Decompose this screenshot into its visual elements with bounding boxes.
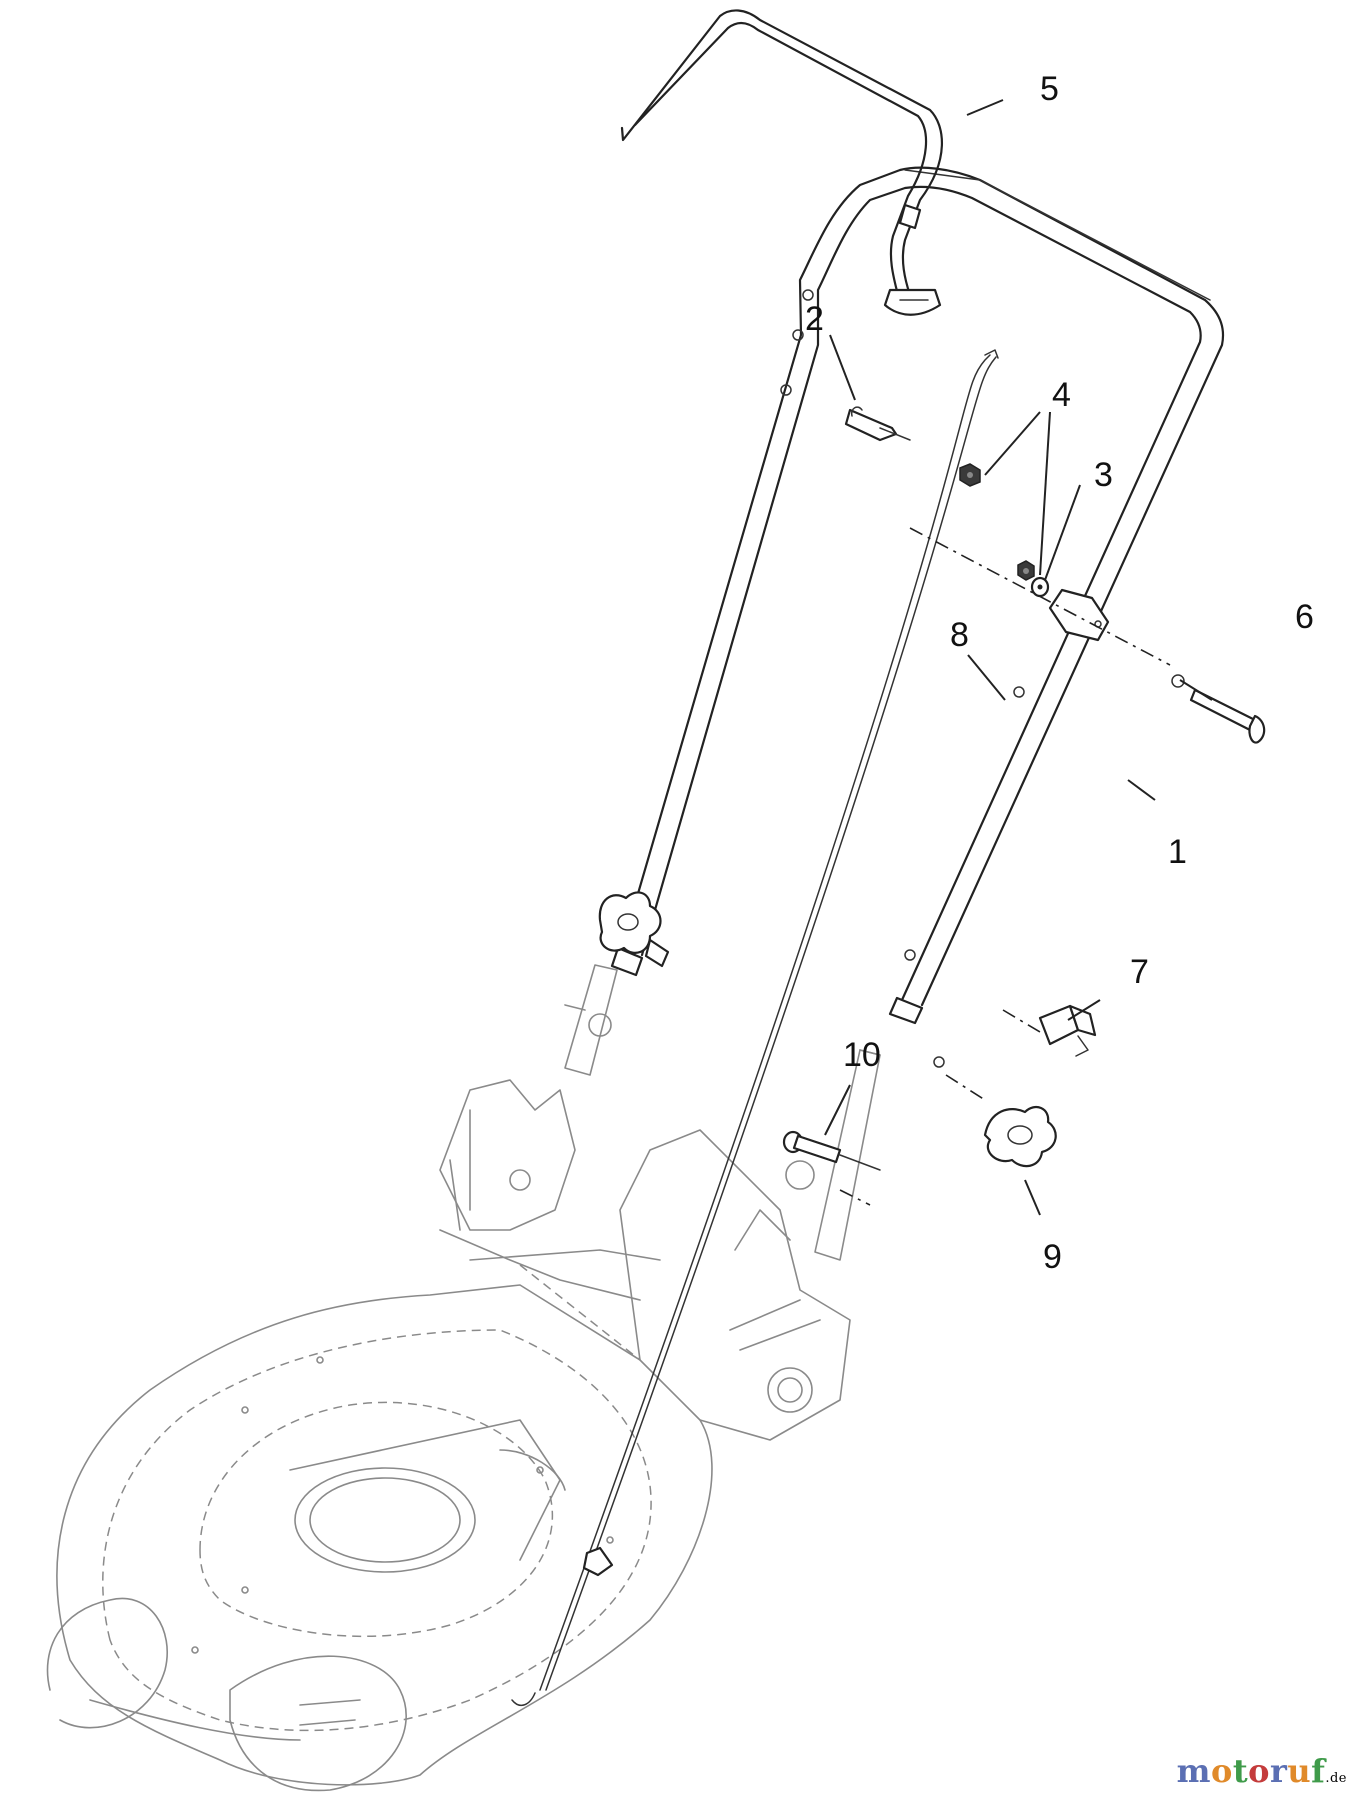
assembly-axis-lower-2 [945,1074,986,1101]
control-cable [511,349,999,1707]
lower-handle-stubs [564,964,881,1261]
mower-deck [46,1079,851,1792]
watermark-letter: u [1287,1752,1312,1790]
callout-2: 2 [805,300,824,338]
bail-bar [620,9,944,316]
callout-9: 9 [1043,1238,1062,1276]
carriage-bolt [1171,674,1266,744]
callout-5: 5 [1040,70,1059,108]
watermark-letter: o [1248,1752,1270,1790]
callout-6: 6 [1295,598,1314,636]
handle-knob [983,1105,1057,1168]
motoruf-watermark-logo: motoruf.de [1177,1752,1347,1790]
watermark-letter: f [1311,1752,1326,1790]
cable-adjuster [1038,1004,1097,1057]
upper-handle-knob [598,891,670,968]
hair-pin-clip [844,406,911,442]
callout-1: 1 [1168,833,1187,871]
watermark-letter: r [1269,1752,1288,1790]
cable-guide [1048,588,1110,642]
watermark-letter: o [1210,1752,1233,1790]
assembly-axis-lower-1 [1002,1009,1046,1036]
callout-4: 4 [1052,376,1071,414]
pivot-pin [782,1130,881,1171]
callout-8: 8 [950,616,969,654]
watermark-letter: t [1232,1752,1249,1790]
callout-7: 7 [1130,953,1149,991]
leader-lines [824,99,1213,1216]
lock-nuts [959,463,1035,581]
watermark-letter: m [1176,1752,1211,1790]
callout-3: 3 [1094,456,1113,494]
callout-10: 10 [843,1036,881,1074]
assembly-axis-lower-3 [839,1189,871,1206]
washer [1030,576,1050,598]
watermark-suffix: .de [1325,1771,1347,1786]
